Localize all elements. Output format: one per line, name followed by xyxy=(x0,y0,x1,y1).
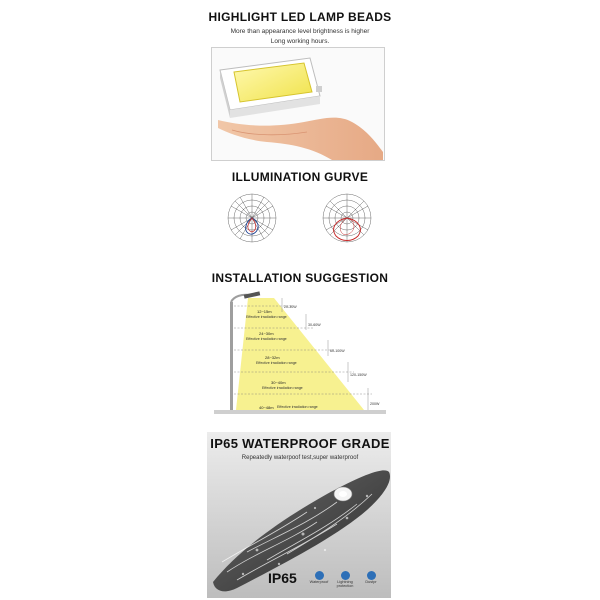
height-label-1: 20-30W xyxy=(284,305,297,309)
polar-chart-right xyxy=(312,188,382,248)
highlight-line2: Long working hours. xyxy=(270,38,330,45)
ip65-title: IP65 WATERPROOF GRADE xyxy=(210,436,390,451)
highlight-title: HIGHLIGHT LED LAMP BEADS xyxy=(208,10,392,24)
badge-waterproof-label: Waterproof xyxy=(309,580,329,584)
height-label-3: 60-100W xyxy=(330,349,345,353)
badge-lightning-label: Lightning protection xyxy=(336,580,354,588)
badge-dustproof-label: Dustpr xyxy=(365,580,377,584)
spacing-label-4: 30~40m xyxy=(271,380,286,385)
ip65-subtitle: Repeatedly waterpoof test,super waterpro… xyxy=(241,455,359,461)
range-label-2: Effective irradiation range xyxy=(246,337,287,341)
badge-dustproof: Dustpr xyxy=(359,571,383,584)
ip65-panel xyxy=(207,432,391,598)
badge-waterproof: Waterproof xyxy=(307,571,331,584)
range-label-4: Effective irradiation range xyxy=(262,386,303,390)
range-label-3: Effective irradiation range xyxy=(256,361,297,365)
waterproof-icon xyxy=(314,571,324,580)
height-label-4: 120-150W xyxy=(350,373,367,377)
range-label-1: Effective irradiation range xyxy=(246,315,287,319)
height-label-2: 30-60W xyxy=(308,323,321,327)
spacing-label-5: 40~48m xyxy=(259,405,274,410)
spacing-label-2: 24~30m xyxy=(259,331,274,336)
range-label-5: Effective irradiation range xyxy=(277,405,318,409)
ip65-mark: IP65 xyxy=(268,570,297,586)
highlight-line1: More than appearance level brightness is… xyxy=(230,28,370,35)
lightning-icon xyxy=(340,571,350,580)
height-label-5: 200W xyxy=(370,402,380,406)
install-title: INSTALLATION SUGGESTION xyxy=(211,271,389,285)
install-diagram xyxy=(214,290,386,420)
dustproof-icon xyxy=(366,571,376,580)
curve-title: ILLUMINATION GURVE xyxy=(231,170,369,184)
spacing-label-1: 12~15m xyxy=(257,309,272,314)
spacing-label-3: 28~32m xyxy=(265,355,280,360)
badge-lightning: Lightning protection xyxy=(333,571,357,588)
polar-chart-left xyxy=(217,188,287,248)
led-bead-image xyxy=(211,47,385,161)
